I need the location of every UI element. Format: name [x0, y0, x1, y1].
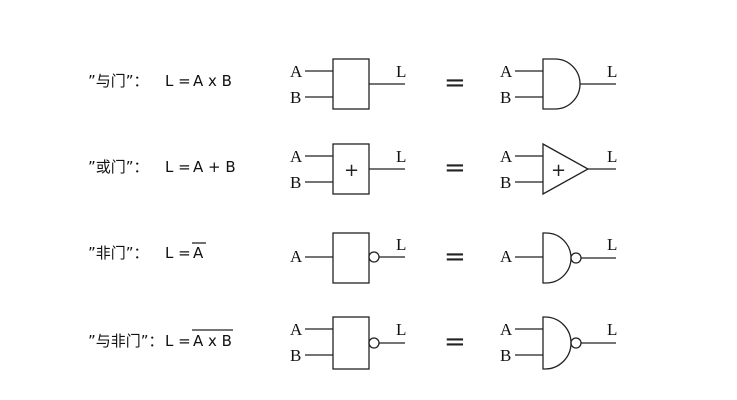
inversion-bubble — [368, 251, 380, 263]
input-label-a: A — [290, 247, 303, 266]
rect-gate-plus: + — [344, 160, 359, 181]
input-label-a: A — [290, 147, 303, 166]
formula-expression: A x B — [193, 332, 232, 350]
formula-expression: A x B — [193, 72, 232, 90]
input-label-a: A — [500, 320, 513, 339]
output-label: L — [396, 235, 406, 254]
formula-expression: A — [193, 244, 204, 262]
input-label-b: B — [500, 88, 511, 107]
input-label-a: A — [290, 320, 303, 339]
input-label-a: A — [500, 147, 513, 166]
input-label-a: A — [500, 247, 513, 266]
row-or: ”或门”： L = A + B A B + L = A B + L — [88, 142, 617, 196]
row-nand: ”与非门”： L = A x B A B L = A B L — [88, 316, 617, 370]
equals-sign: = — [444, 242, 466, 272]
row-title: ”非门”： — [88, 244, 149, 262]
rect-gate-symbol — [332, 232, 370, 284]
input-label-a: A — [290, 62, 303, 81]
rect-gate-symbol — [332, 143, 370, 195]
or-gate-plus: + — [551, 160, 566, 181]
equals-sign: = — [444, 153, 466, 183]
row-title: ”或门”： — [88, 158, 149, 176]
rect-gate-symbol — [332, 58, 370, 110]
input-label-a: A — [500, 62, 513, 81]
input-label-b: B — [500, 346, 511, 365]
input-label-b: B — [290, 346, 301, 365]
input-label-b: B — [290, 88, 301, 107]
inversion-bubble — [368, 337, 380, 349]
equals-sign: = — [444, 68, 466, 98]
row-title: ”与非门”： — [88, 332, 164, 350]
formula-expression: A + B — [193, 158, 236, 176]
output-label: L — [396, 320, 406, 339]
formula-prefix: L = — [165, 158, 191, 176]
row-not: ”非门”： L = A A L = A L — [88, 232, 617, 284]
input-label-b: B — [500, 173, 511, 192]
output-label: L — [396, 147, 406, 166]
formula-prefix: L = — [165, 72, 191, 90]
not-gate-symbol — [542, 232, 572, 284]
or-gate-symbol — [542, 142, 590, 196]
inversion-bubble — [570, 252, 582, 264]
nand-gate-symbol — [542, 316, 572, 370]
output-label: L — [607, 320, 617, 339]
output-label: L — [607, 62, 617, 81]
output-label: L — [396, 62, 406, 81]
output-label: L — [607, 147, 617, 166]
formula-prefix: L = — [165, 244, 191, 262]
rect-gate-symbol — [332, 316, 370, 370]
equals-sign: = — [444, 327, 466, 357]
inversion-bubble — [570, 337, 582, 349]
input-label-b: B — [290, 173, 301, 192]
and-gate-symbol — [542, 58, 581, 110]
formula-prefix: L = — [165, 332, 191, 350]
row-title: ”与门”： — [88, 72, 149, 90]
row-and: ”与门”： L = A x B A B L = A B L — [88, 58, 617, 110]
output-label: L — [607, 235, 617, 254]
